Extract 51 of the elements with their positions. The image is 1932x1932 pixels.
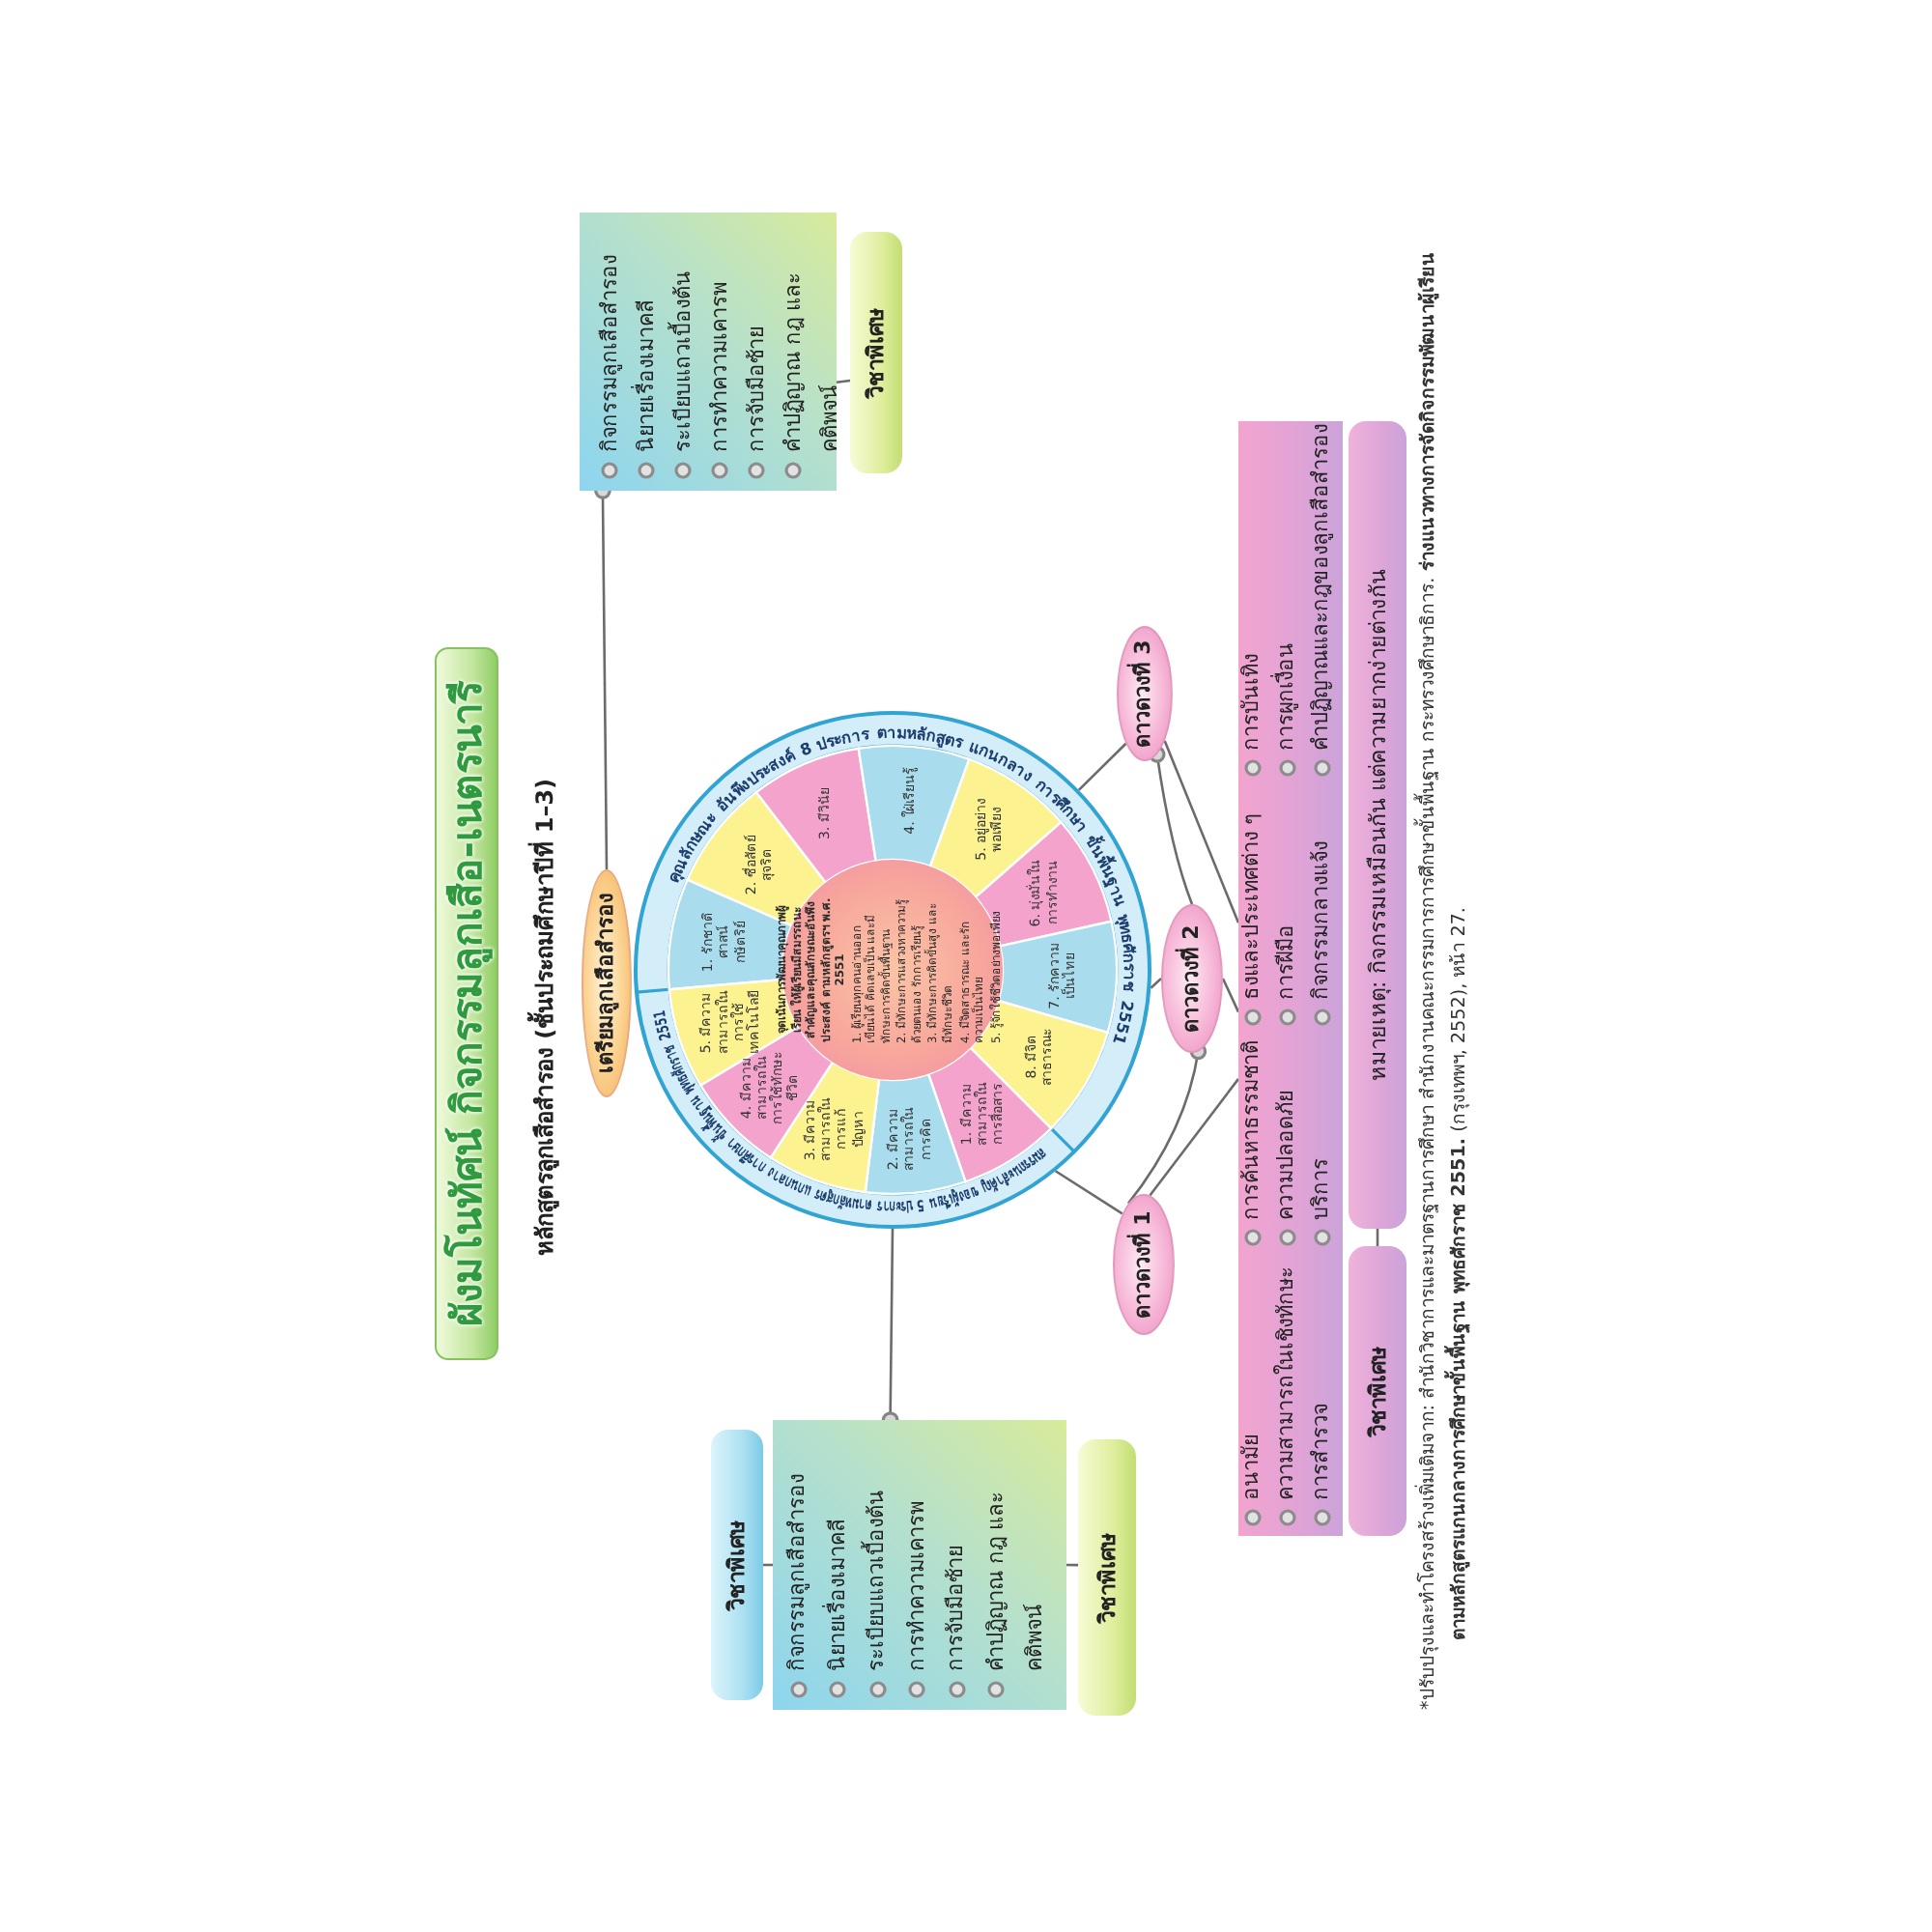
list-item: คำปฏิญาณ กฎ และคติพจน์ [779, 270, 844, 452]
list-panel [1238, 421, 1343, 1536]
list-item: การบันเทิง [1236, 654, 1265, 751]
oval-label: ดาวดวงที่ 3 [1117, 626, 1173, 761]
list-item: บริการ [1306, 1158, 1335, 1220]
connector-line [1149, 1078, 1240, 1197]
ring-text: 2551 [1109, 999, 1138, 1048]
list-item: ความปลอดภัย [1271, 1091, 1300, 1220]
ring-text: 2551 [648, 1005, 675, 1043]
list-panel [773, 1420, 1066, 1710]
list-item: กิจกรรมกลางแจ้ง [1306, 841, 1335, 1000]
category-tab: วิชาพิเศษ [850, 232, 902, 473]
connector-line [1148, 746, 1194, 905]
connector-line [1163, 740, 1240, 923]
connector-line [836, 379, 851, 384]
connector-line [1126, 1042, 1208, 1205]
category-tab: วิชาพิเศษ [711, 1430, 763, 1700]
list-item: กิจกรรมลูกเสือสำรอง [595, 255, 624, 452]
ring-text: พุทธศักราช [1114, 912, 1141, 994]
list-item: คำปฏิญาณและกฎของลูกเสือสำรอง [1306, 424, 1335, 751]
connector-line [1077, 742, 1127, 791]
list-item: ระเบียบแถวเบื้องต้น [666, 270, 697, 452]
category-tab: วิชาพิเศษ [1349, 1246, 1406, 1536]
connector-line [1150, 978, 1162, 989]
list-item: การทำความเคารพ [901, 1501, 930, 1671]
list-item: การผูกเงื่อน [1271, 642, 1300, 751]
connector-line [1221, 978, 1240, 1013]
list-panel [580, 213, 837, 491]
list-item: การทำความเคารพ [705, 282, 734, 452]
list-item: นิยายเรื่องเมาคลี [629, 299, 661, 452]
oval-label: ดาวดวงที่ 2 [1161, 904, 1223, 1053]
list-item: คำปฏิญาณ กฎ และคติพจน์ [980, 1490, 1049, 1671]
list-item: การจับมือซ้าย [742, 327, 771, 452]
subtitle-text: หลักสูตรลูกเสือสำรอง (ชั้นประถมศึกษาปีที่ 1–3) [526, 778, 562, 1256]
oval-label: เตรียมลูกเสือสำรอง [582, 869, 632, 1097]
list-item: ระเบียบแถวเบื้องต้น [859, 1490, 891, 1671]
list-item: ธงและประเทศต่าง ๆ [1236, 813, 1265, 1000]
list-item: นิยายเรื่องเมาคลี [820, 1519, 851, 1671]
note-bar: หมายเหตุ: กิจกรรมเหมือนกัน แต่ความยากง่ายต่างกัน [1349, 421, 1406, 1229]
list-item: การจับมือซ้าย [941, 1546, 970, 1671]
list-item: ความสามารถในเชิงทักษะ [1271, 1266, 1300, 1500]
oval-label: ดาวดวงที่ 1 [1113, 1194, 1175, 1335]
list-item: การสำรวจ [1306, 1404, 1335, 1500]
category-tab: วิชาพิเศษ [1078, 1439, 1136, 1716]
list-item: กิจกรรมลูกเสือสำรอง [782, 1474, 811, 1671]
list-item: การค้นหาธรรมชาติ [1236, 1040, 1265, 1220]
list-item: การฝีมือ [1271, 924, 1300, 1000]
connector-line [1054, 1170, 1123, 1215]
title-banner: ผังมโนทัศน์ กิจกรรมลูกเสือ-เนตรนารี [435, 647, 498, 1360]
source-note: *ปรับปรุงและทำโครงสร้างเพิ่มเติมจาก: สำนักวิชาการและมาตรฐานการศึกษา สำนักงานคณะกรรมการการศึกษาขั้นพื้นฐาน กระทรวงศึกษาธิการ. ร่างแนวทางการจัดกิจกรรมพัฒนาผู้เรียน ตามหลักสูตรแกนกลางการศึกษาขั้นพื้นฐาน พุทธศักราช 2551. (กรุงเทพฯ, 2552), หน้า 27. [1414, 222, 1476, 1710]
list-item: อนามัย [1236, 1435, 1265, 1500]
